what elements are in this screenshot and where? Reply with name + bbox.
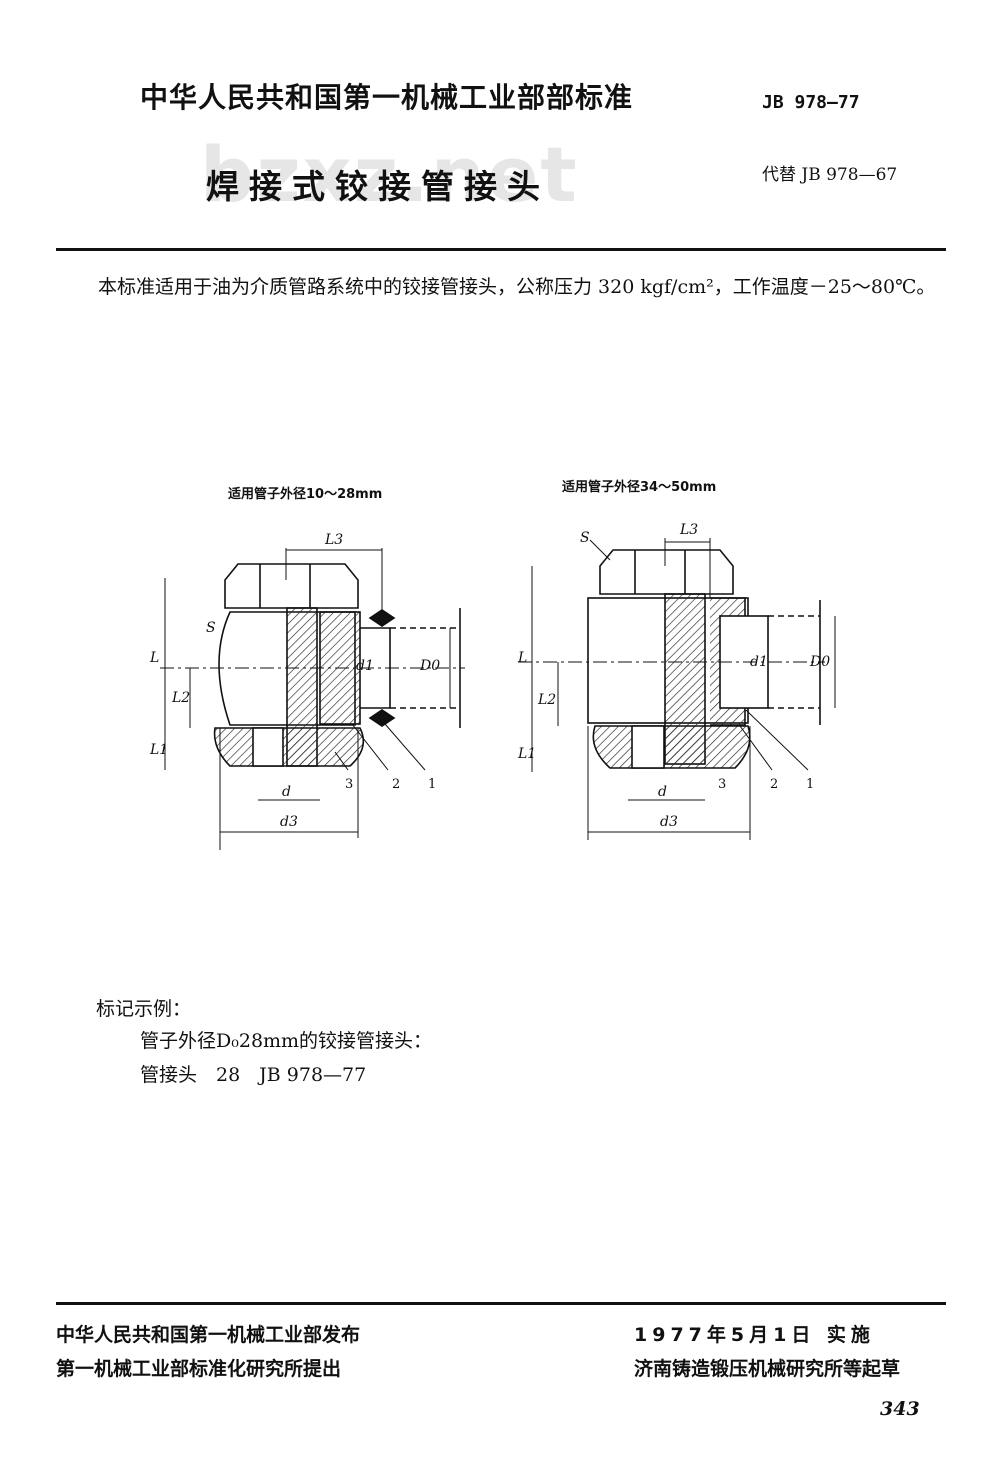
- left-label-d: d: [282, 784, 291, 800]
- page-number: 343: [880, 1398, 920, 1420]
- right-label-L: L: [517, 650, 527, 666]
- marking-example-description: 管子外径D₀28mm的铰接管接头：: [140, 1030, 433, 1052]
- standard-number: JB 978—77: [762, 92, 860, 113]
- issuing-organization-header: 中华人民共和国第一机械工业部部标准: [140, 81, 634, 114]
- left-joint-drawing: [160, 548, 465, 850]
- scope-paragraph: 本标准适用于油为介质管路系统中的铰接管接头，公称压力 320 kgf/cm²，工…: [98, 276, 936, 298]
- right-label-D0: D0: [809, 654, 830, 670]
- left-part-1: 1: [428, 777, 436, 792]
- footer-drafted-by: 济南铸造锻压机械研究所等起草: [634, 1358, 901, 1380]
- left-figure-caption: 适用管子外径10～28mm: [228, 487, 383, 502]
- left-label-d1: d1: [356, 658, 374, 674]
- footer-issued-by: 中华人民共和国第一机械工业部发布: [56, 1324, 361, 1346]
- left-part-3: 3: [345, 777, 353, 792]
- marking-example-heading: 标记示例：: [96, 998, 192, 1020]
- right-figure-caption: 适用管子外径34～50mm: [562, 480, 717, 495]
- footer-proposed-by: 第一机械工业部标准化研究所提出: [56, 1358, 342, 1380]
- right-label-L2: L2: [537, 692, 556, 708]
- right-label-L3: L3: [679, 522, 698, 538]
- right-label-L1: L1: [517, 746, 536, 762]
- left-label-d3: d3: [280, 814, 298, 830]
- right-label-S: S: [580, 530, 590, 546]
- left-label-S: S: [206, 620, 216, 636]
- right-label-d: d: [658, 784, 667, 800]
- marking-example-designation: 管接头 28 JB 978—77: [140, 1064, 367, 1086]
- right-joint-drawing: [518, 538, 836, 840]
- watermark: bzxz.net: [200, 130, 579, 219]
- document-title: 焊接式铰接管接头: [206, 167, 550, 206]
- right-part-2: 2: [770, 777, 778, 792]
- left-label-D0: D0: [419, 658, 440, 674]
- left-label-L1: L1: [149, 742, 168, 758]
- right-part-3: 3: [718, 777, 726, 792]
- left-label-L3: L3: [324, 532, 343, 548]
- left-label-L2: L2: [171, 690, 190, 706]
- technical-drawings: L3 S L L2 L1 d1 D0 d d3 3 2 1 L3 S: [149, 522, 836, 850]
- header-rule: [56, 248, 946, 251]
- left-label-L: L: [149, 650, 159, 666]
- left-part-2: 2: [392, 777, 400, 792]
- footer-effective-date: 1977年5月1日 实施: [634, 1324, 875, 1346]
- right-label-d1: d1: [750, 654, 768, 670]
- right-part-1: 1: [806, 777, 814, 792]
- footer-rule: [56, 1302, 946, 1305]
- replaces-standard: 代替 JB 978—67: [762, 165, 898, 185]
- right-label-d3: d3: [660, 814, 678, 830]
